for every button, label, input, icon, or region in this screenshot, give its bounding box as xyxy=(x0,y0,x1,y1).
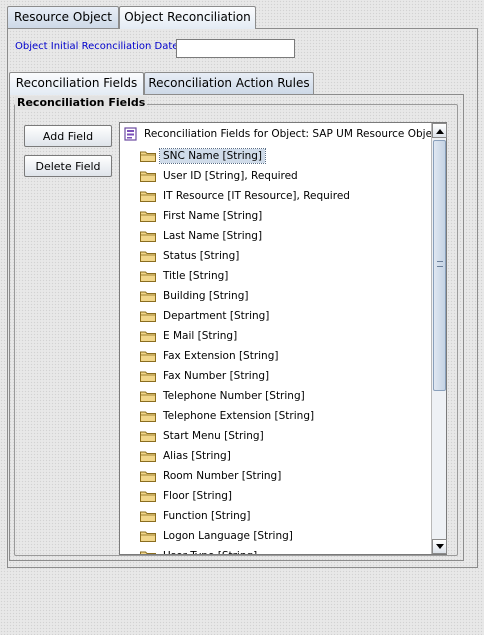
arrow-up-icon xyxy=(435,128,444,134)
tree-item[interactable]: Room Number [String] xyxy=(140,466,284,486)
folder-icon xyxy=(140,451,156,462)
tree-root[interactable]: Reconciliation Fields for Object: SAP UM… xyxy=(124,124,442,144)
folder-icon xyxy=(140,351,156,362)
scroll-up-button[interactable] xyxy=(432,123,447,138)
tree-item-label: Telephone Extension [String] xyxy=(163,410,315,422)
folder-icon xyxy=(140,411,156,422)
tree-item-label: Floor [String] xyxy=(163,490,232,502)
tree-item[interactable]: Logon Language [String] xyxy=(140,526,296,546)
tree-item[interactable]: Alias [String] xyxy=(140,446,234,466)
tree-item[interactable]: User ID [String], Required xyxy=(140,166,301,186)
resource-object-icon xyxy=(124,127,137,141)
tree-item-label: Building [String] xyxy=(163,290,249,302)
folder-icon xyxy=(140,211,156,222)
scroll-thumb-grip xyxy=(437,261,443,267)
tree-item[interactable]: Status [String] xyxy=(140,246,242,266)
arrow-down-icon xyxy=(435,543,444,549)
folder-icon xyxy=(140,311,156,322)
tree-item[interactable]: Telephone Number [String] xyxy=(140,386,308,406)
tree-item[interactable]: Last Name [String] xyxy=(140,226,265,246)
tree-item[interactable]: SNC Name [String] xyxy=(140,146,267,166)
fields-groupbox-title: Reconciliation Fields xyxy=(15,96,148,110)
tree-root-label: Reconciliation Fields for Object: SAP UM… xyxy=(144,128,442,140)
tab-reconciliation-action-rules[interactable]: Reconciliation Action Rules xyxy=(144,72,314,94)
tree-item[interactable]: Fax Number [String] xyxy=(140,366,272,386)
tree-item-label: Room Number [String] xyxy=(163,470,282,482)
tree-item[interactable]: Fax Extension [String] xyxy=(140,346,281,366)
tree-item-label: Start Menu [String] xyxy=(163,430,264,442)
tree-item-label: E Mail [String] xyxy=(163,330,238,342)
tree-item-label: First Name [String] xyxy=(163,210,263,222)
tree-item[interactable]: Floor [String] xyxy=(140,486,235,506)
folder-icon xyxy=(140,531,156,542)
fields-groupbox xyxy=(14,104,458,556)
tree-vertical-scrollbar[interactable] xyxy=(431,123,447,554)
folder-icon xyxy=(140,551,156,554)
tree-item-label: Fax Number [String] xyxy=(163,370,270,382)
folder-icon xyxy=(140,471,156,482)
folder-icon xyxy=(140,171,156,182)
tree-item-label: Status [String] xyxy=(163,250,240,262)
folder-icon xyxy=(140,251,156,262)
reconciliation-fields-panel xyxy=(9,94,464,561)
tree-item[interactable]: Function [String] xyxy=(140,506,254,526)
tree-item[interactable]: Title [String] xyxy=(140,266,231,286)
folder-icon xyxy=(140,151,156,162)
tree-item-label: Title [String] xyxy=(163,270,229,282)
tree-item[interactable]: User Type [String] xyxy=(140,546,260,554)
tab-reconciliation-fields[interactable]: Reconciliation Fields xyxy=(9,72,144,95)
tree-item-label: User Type [String] xyxy=(160,549,260,554)
scroll-thumb[interactable] xyxy=(433,140,446,391)
delete-field-label: Delete Field xyxy=(35,160,101,173)
recon-date-input[interactable] xyxy=(176,39,295,58)
folder-icon xyxy=(140,291,156,302)
tree-item-label: User ID [String], Required xyxy=(163,170,298,182)
tree-item-label: Telephone Number [String] xyxy=(163,390,305,402)
tree-item-label: SNC Name [String] xyxy=(158,148,267,164)
tree-item-label: Department [String] xyxy=(163,310,270,322)
add-field-label: Add Field xyxy=(42,130,94,143)
tree-item-label: Function [String] xyxy=(163,510,251,522)
tree-item[interactable]: Telephone Extension [String] xyxy=(140,406,317,426)
tree-item-label: Fax Extension [String] xyxy=(163,350,279,362)
tab-object-reconciliation[interactable]: Object Reconciliation xyxy=(119,6,256,29)
tree-item-label: Alias [String] xyxy=(163,450,231,462)
folder-icon xyxy=(140,231,156,242)
add-field-button[interactable]: Add Field xyxy=(24,125,112,147)
tree-item[interactable]: IT Resource [IT Resource], Required xyxy=(140,186,353,206)
fields-tree[interactable]: Reconciliation Fields for Object: SAP UM… xyxy=(119,122,447,555)
scroll-down-button[interactable] xyxy=(432,539,447,554)
tree-item[interactable]: E Mail [String] xyxy=(140,326,240,346)
tree-item[interactable]: Department [String] xyxy=(140,306,272,326)
folder-icon xyxy=(140,491,156,502)
folder-icon xyxy=(140,431,156,442)
folder-icon xyxy=(140,511,156,522)
tree-item[interactable]: Start Menu [String] xyxy=(140,426,267,446)
tree-item-label: Logon Language [String] xyxy=(163,530,293,542)
folder-icon xyxy=(140,391,156,402)
folder-icon xyxy=(140,331,156,342)
folder-icon xyxy=(140,191,156,202)
delete-field-button[interactable]: Delete Field xyxy=(24,155,112,177)
tree-item-label: Last Name [String] xyxy=(163,230,263,242)
tree-item[interactable]: First Name [String] xyxy=(140,206,265,226)
tree-item[interactable]: Building [String] xyxy=(140,286,251,306)
tab-resource-object[interactable]: Resource Object xyxy=(7,6,119,28)
folder-icon xyxy=(140,271,156,282)
recon-date-label: Object Initial Reconciliation Date xyxy=(15,41,179,52)
folder-icon xyxy=(140,371,156,382)
tree-item-label: IT Resource [IT Resource], Required xyxy=(163,190,350,202)
